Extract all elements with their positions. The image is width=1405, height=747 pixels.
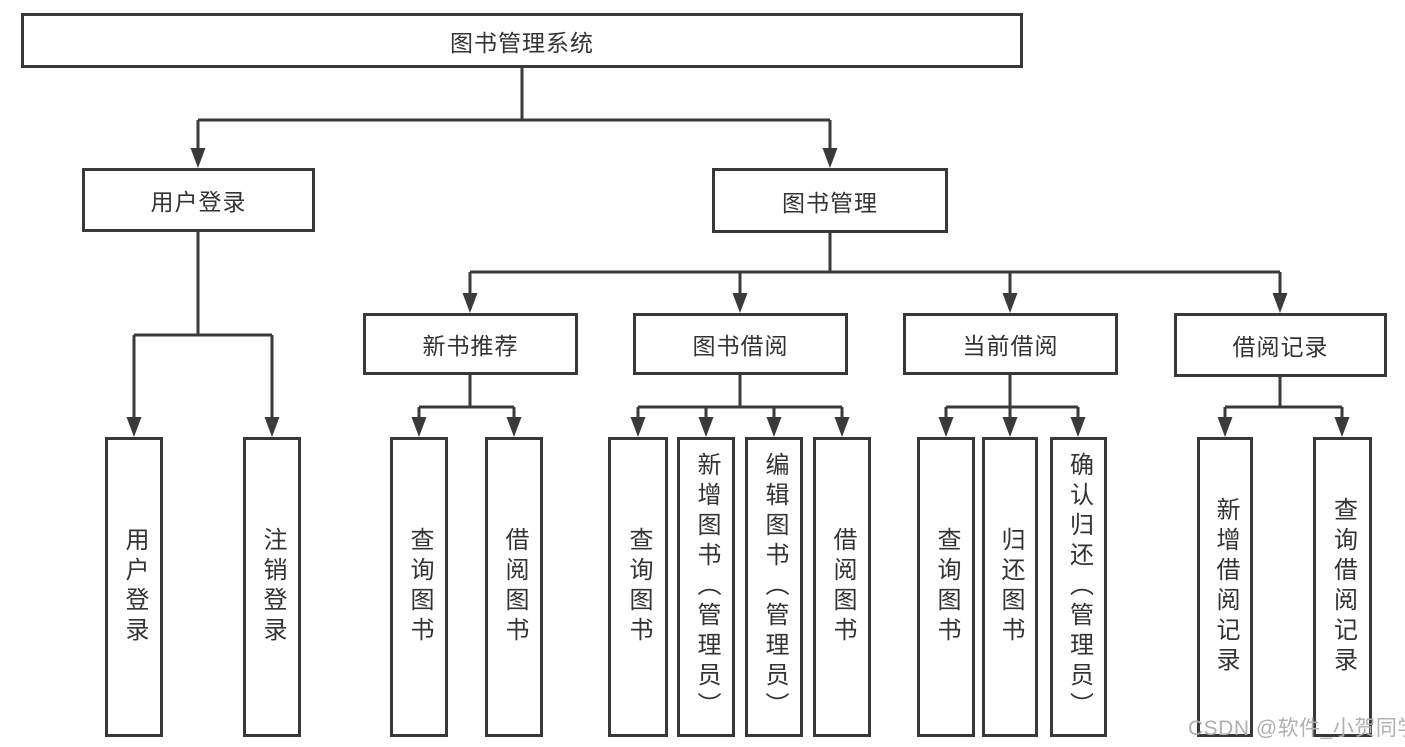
leaf-logout-label: 注销登录 [259, 527, 286, 647]
leaf-br-query-record-label: 查询借阅记录 [1329, 497, 1357, 677]
node-new-book-recommend-label: 新书推荐 [422, 333, 519, 359]
node-book-borrow: 图书借阅 [633, 313, 848, 375]
node-new-book-recommend: 新书推荐 [363, 313, 578, 375]
node-borrow-records-label: 借阅记录 [1232, 334, 1329, 360]
leaf-br-add-record: 新增借阅记录 [1197, 437, 1253, 737]
node-book-management-label: 图书管理 [782, 189, 878, 216]
csdn-watermark: CSDN @软件_小贺同学 [1188, 717, 1405, 740]
node-user-login-label: 用户登录 [150, 189, 247, 215]
leaf-cb-query-book: 查询图书 [917, 437, 975, 737]
leaf-cb-return-book-label: 归还图书 [997, 527, 1024, 647]
leaf-logout: 注销登录 [243, 437, 301, 737]
connector-root-to-level2 [190, 68, 838, 168]
connector-borrow-to-leaves [630, 375, 850, 437]
node-current-borrow: 当前借阅 [903, 313, 1118, 375]
node-book-management: 图书管理 [712, 168, 948, 233]
node-root-system: 图书管理系统 [21, 13, 1023, 68]
node-user-login: 用户登录 [82, 168, 315, 232]
node-borrow-records: 借阅记录 [1174, 313, 1387, 377]
connector-records-to-leaves [1217, 377, 1350, 437]
connector-current-to-leaves [938, 375, 1086, 437]
node-book-borrow-label: 图书借阅 [692, 333, 789, 359]
connector-login-to-leaves [126, 232, 280, 437]
leaf-br-add-record-label: 新增借阅记录 [1212, 497, 1239, 677]
leaf-nb-borrow-book: 借阅图书 [485, 437, 543, 737]
leaf-br-query-record: 查询借阅记录 [1313, 437, 1372, 737]
leaf-user-login: 用户登录 [105, 437, 163, 737]
leaf-bb-borrow-book-label: 借阅图书 [829, 527, 856, 647]
leaf-bb-add-book-admin-label: 新增图书（管理员） [693, 452, 720, 722]
leaf-bb-add-book-admin: 新增图书（管理员） [677, 437, 735, 737]
leaf-cb-return-book: 归还图书 [982, 437, 1038, 737]
leaf-bb-edit-book-admin-label: 编辑图书（管理员） [761, 452, 788, 722]
leaf-nb-query-book: 查询图书 [390, 437, 448, 737]
node-current-borrow-label: 当前借阅 [962, 333, 1059, 359]
leaf-cb-confirm-return-admin: 确认归还（管理员） [1050, 437, 1107, 737]
leaf-bb-query-book-label: 查询图书 [625, 527, 652, 647]
leaf-nb-borrow-book-label: 借阅图书 [501, 527, 528, 647]
leaf-bb-edit-book-admin: 编辑图书（管理员） [745, 437, 803, 737]
leaf-cb-confirm-return-admin-label: 确认归还（管理员） [1065, 452, 1093, 722]
leaf-bb-query-book: 查询图书 [608, 437, 668, 737]
connector-bookmgmt-to-level3 [462, 233, 1288, 313]
leaf-user-login-label: 用户登录 [121, 527, 148, 647]
node-root-label: 图书管理系统 [450, 29, 594, 56]
leaf-bb-borrow-book: 借阅图书 [813, 437, 871, 737]
connector-newbook-to-leaves [411, 375, 522, 437]
leaf-nb-query-book-label: 查询图书 [406, 527, 433, 647]
leaf-cb-query-book-label: 查询图书 [933, 527, 960, 647]
